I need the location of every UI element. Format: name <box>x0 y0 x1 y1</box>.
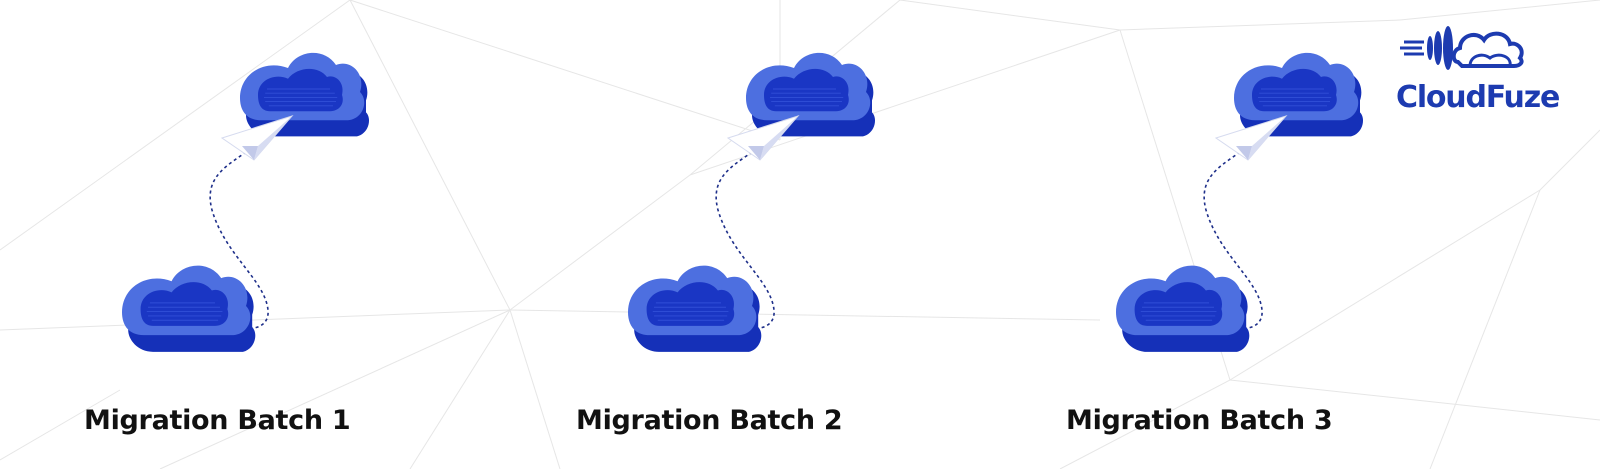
dashed-flight-path <box>715 134 775 330</box>
cloud-icon <box>239 52 370 137</box>
cloudfuze-logo: CloudFuze <box>1396 20 1580 115</box>
brand-name: CloudFuze <box>1396 80 1560 115</box>
cloud-icon <box>121 265 256 353</box>
dashed-flight-path <box>1203 134 1263 330</box>
logo-cloud-icon <box>1400 26 1524 70</box>
dashed-flight-path <box>209 134 269 330</box>
batch-label-2: Migration Batch 2 <box>576 405 843 436</box>
cloud-icon <box>745 52 876 137</box>
batch-1-illustration <box>121 52 370 353</box>
batch-label-3: Migration Batch 3 <box>1066 405 1333 436</box>
cloud-icon <box>1233 52 1364 137</box>
batch-3-illustration <box>1115 52 1364 353</box>
batch-2-illustration <box>627 52 876 353</box>
cloud-icon <box>1115 265 1250 353</box>
batch-label-1: Migration Batch 1 <box>84 405 351 436</box>
cloud-icon <box>627 265 762 353</box>
